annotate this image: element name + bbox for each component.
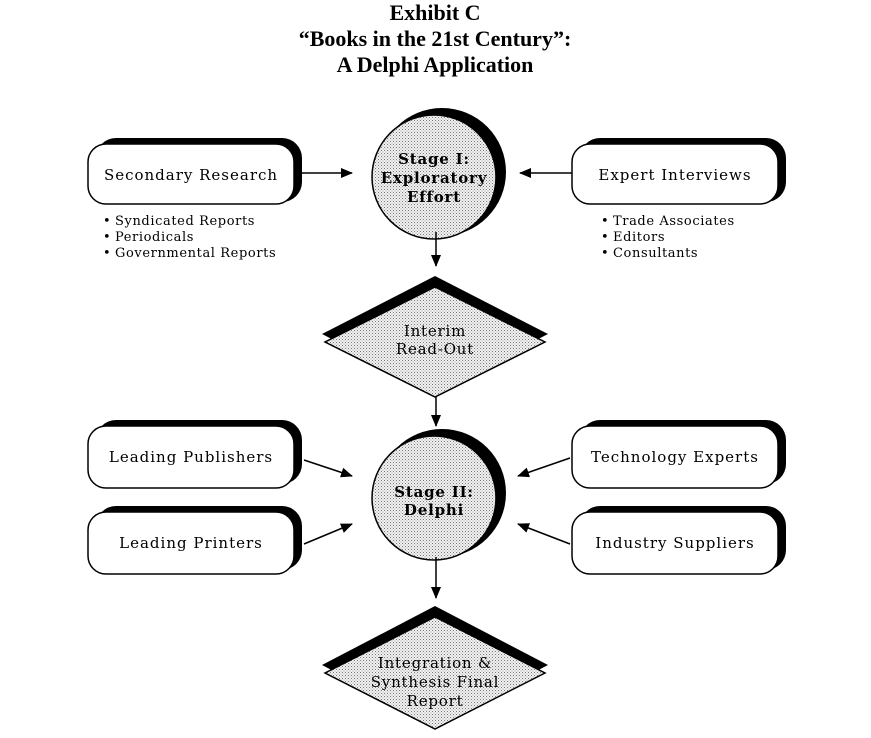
bullet-glyph: • <box>601 214 609 229</box>
final-line-1: Integration & <box>378 654 492 672</box>
technology-experts-box: Technology Experts <box>571 420 786 489</box>
expert-interviews-label: Expert Interviews <box>598 166 751 184</box>
bullet-glyph: • <box>103 246 111 261</box>
expert-interviews-box: Expert Interviews <box>571 138 786 205</box>
final-line-2: Synthesis Final <box>371 673 500 691</box>
secondary-research-bullets: • Syndicated Reports • Periodicals • Gov… <box>103 214 276 261</box>
technology-experts-label: Technology Experts <box>591 448 759 466</box>
bullet-trade-associates: Trade Associates <box>613 214 735 229</box>
arrow-printers-to-stage2 <box>303 523 353 545</box>
arrow-technology-to-stage2 <box>517 457 571 478</box>
bullet-editors: Editors <box>613 230 665 245</box>
leading-printers-box: Leading Printers <box>87 506 302 575</box>
stage-2-line-2: Delphi <box>404 501 464 519</box>
leading-publishers-label: Leading Publishers <box>109 448 273 466</box>
title-line-2: “Books in the 21st Century”: <box>299 26 572 51</box>
secondary-research-label: Secondary Research <box>104 166 278 184</box>
bullet-consultants: Consultants <box>613 246 698 261</box>
bullet-periodicals: Periodicals <box>115 230 194 245</box>
stage-1-circle: Stage I: Exploratory Effort <box>371 108 506 240</box>
exhibit-title: Exhibit C “Books in the 21st Century”: A… <box>299 0 572 77</box>
industry-suppliers-label: Industry Suppliers <box>595 534 754 552</box>
stage-1-line-2: Exploratory <box>381 169 488 187</box>
interim-diamond: Interim Read-Out <box>322 276 548 398</box>
bullet-glyph: • <box>601 246 609 261</box>
arrow-publishers-to-stage2 <box>303 459 353 478</box>
bullet-glyph: • <box>103 214 111 229</box>
expert-interviews-bullets: • Trade Associates • Editors • Consultan… <box>601 214 735 261</box>
bullet-glyph: • <box>601 230 609 245</box>
industry-suppliers-box: Industry Suppliers <box>571 506 786 575</box>
leading-publishers-box: Leading Publishers <box>87 420 302 489</box>
interim-line-2: Read-Out <box>396 340 474 358</box>
title-line-3: A Delphi Application <box>337 52 534 77</box>
bullet-glyph: • <box>103 230 111 245</box>
final-diamond: Integration & Synthesis Final Report <box>322 606 548 730</box>
arrow-suppliers-to-stage2 <box>517 523 571 545</box>
stage-2-line-1: Stage II: <box>394 483 474 501</box>
title-line-1: Exhibit C <box>389 0 480 25</box>
bullet-governmental-reports: Governmental Reports <box>115 246 276 261</box>
final-line-3: Report <box>407 692 464 710</box>
leading-printers-label: Leading Printers <box>119 534 263 552</box>
stage-1-line-1: Stage I: <box>398 150 470 168</box>
bullet-syndicated-reports: Syndicated Reports <box>115 214 255 229</box>
stage-2-circle: Stage II: Delphi <box>371 429 506 561</box>
interim-line-1: Interim <box>404 322 466 340</box>
connector-arrows <box>302 168 572 599</box>
secondary-research-box: Secondary Research <box>87 138 302 205</box>
stage-1-line-3: Effort <box>407 188 461 206</box>
